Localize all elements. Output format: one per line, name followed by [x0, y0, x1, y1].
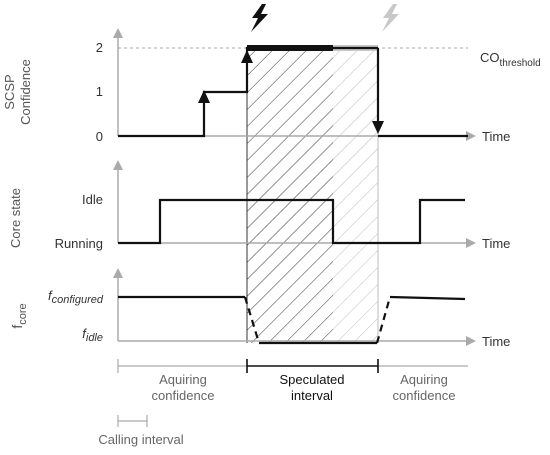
threshold-label: COthreshold: [480, 50, 541, 69]
freq-ramp-up: [375, 296, 392, 344]
speculated-hatch-light: [333, 48, 378, 343]
calling-interval-marker: Calling interval: [98, 415, 184, 447]
top-tick-2: 2: [96, 40, 103, 55]
mid-time-label: Time: [482, 236, 510, 251]
top-panel: SCSP Confidence 0 1 2 Time COthreshold: [2, 4, 541, 144]
bot-time-label: Time: [482, 334, 510, 349]
top-y-arrow: [113, 28, 123, 38]
freq-ramp-down: [243, 296, 261, 344]
phase-right-1: Aquiring: [400, 372, 448, 387]
bot-tick-configured: fconfigured: [48, 288, 104, 306]
bottom-panel: fcore fconfigured fidle Time: [9, 268, 510, 349]
speculated-hatch-dark: [247, 48, 333, 343]
confidence-up-arrow-2: [241, 50, 253, 63]
bot-x-arrow: [466, 336, 476, 346]
confidence-drop-arrow: [372, 121, 384, 134]
middle-panel: Core state Idle Running Time: [8, 160, 510, 251]
phase-mid-1: Speculated: [279, 372, 344, 387]
phase-mid-2: interval: [291, 388, 333, 403]
freq-high-right: [389, 295, 466, 301]
top-time-label: Time: [482, 129, 510, 144]
top-x-arrow: [466, 131, 476, 141]
phase-bar: Aquiring confidence Speculated interval …: [117, 359, 468, 403]
top-y-label-1: SCSP: [2, 74, 17, 109]
phase-left-2: confidence: [152, 388, 215, 403]
top-y-label-2: Confidence: [18, 59, 33, 125]
phase-right-2: confidence: [393, 388, 456, 403]
calling-interval-label: Calling interval: [98, 432, 183, 447]
phase-left-1: Aquiring: [159, 372, 207, 387]
mid-x-arrow: [466, 238, 476, 248]
top-tick-1: 1: [96, 84, 103, 99]
lightning-bolt-faded-icon: [382, 4, 399, 32]
bot-tick-idle: fidle: [82, 326, 103, 344]
top-tick-0: 0: [96, 129, 103, 144]
mid-y-label: Core state: [8, 188, 23, 248]
bot-y-arrow: [113, 268, 123, 278]
core-state-signal: [118, 198, 465, 245]
bot-y-label: fcore: [9, 303, 29, 328]
mid-tick-running: Running: [55, 236, 103, 251]
mid-y-arrow: [113, 160, 123, 170]
mid-tick-idle: Idle: [82, 192, 103, 207]
lightning-bolt-icon: [251, 4, 268, 32]
confidence-up-arrow-1: [198, 90, 210, 103]
